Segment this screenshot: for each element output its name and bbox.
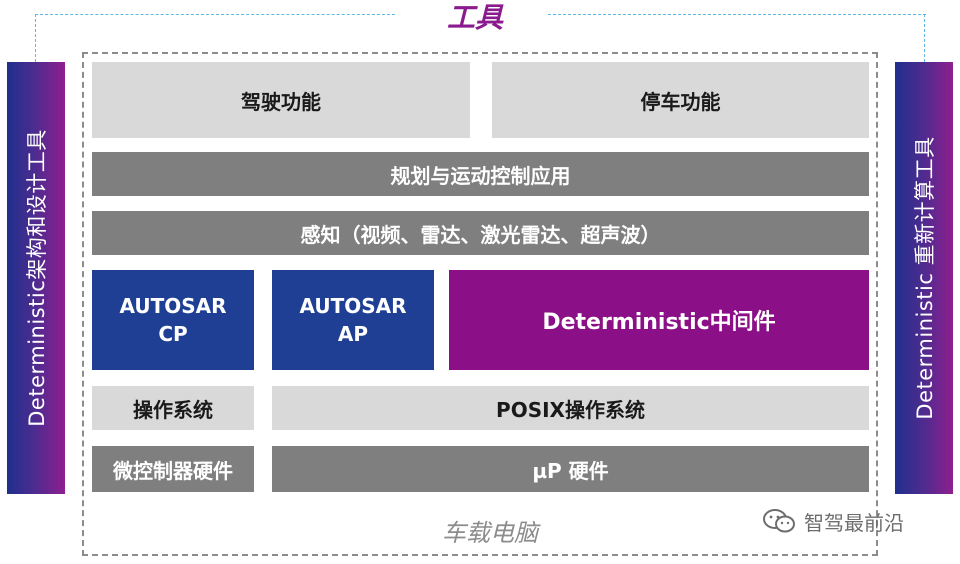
tools-connector-left: [35, 14, 395, 15]
recompute-tools-label: Deterministic 重新计算工具: [913, 136, 937, 420]
deterministic-middleware-box: Deterministic中间件: [449, 270, 869, 370]
os-box: 操作系统: [92, 386, 254, 430]
design-tools-bar: Deterministic架构和设计工具: [7, 62, 65, 494]
autosar-ap-box: AUTOSAR AP: [272, 270, 434, 370]
tools-connector-right: [548, 14, 926, 15]
mcu-hardware-box: 微控制器硬件: [92, 446, 254, 492]
up-hardware-box: µP 硬件: [272, 446, 869, 492]
posix-os-box: POSIX操作系统: [272, 386, 869, 430]
parking-function-box: 停车功能: [492, 62, 869, 138]
autosar-cp-box: AUTOSAR CP: [92, 270, 254, 370]
design-tools-label: Deterministic架构和设计工具: [25, 129, 49, 427]
tools-connector-left-drop: [35, 14, 36, 62]
vehicle-computer-frame: [82, 52, 878, 556]
planning-control-layer: 规划与运动控制应用: [92, 152, 869, 196]
watermark: 智驾最前沿: [762, 506, 958, 536]
vehicle-computer-label: 车载电脑: [442, 518, 538, 547]
watermark-text: 智驾最前沿: [804, 510, 904, 535]
perception-layer: 感知（视频、雷达、激光雷达、超声波）: [92, 211, 869, 255]
tools-connector-right-drop: [924, 14, 925, 62]
recompute-tools-bar: Deterministic 重新计算工具: [895, 62, 953, 494]
wechat-icon: [762, 508, 798, 534]
driving-function-box: 驾驶功能: [92, 62, 470, 138]
tools-title: 工具: [446, 1, 503, 34]
